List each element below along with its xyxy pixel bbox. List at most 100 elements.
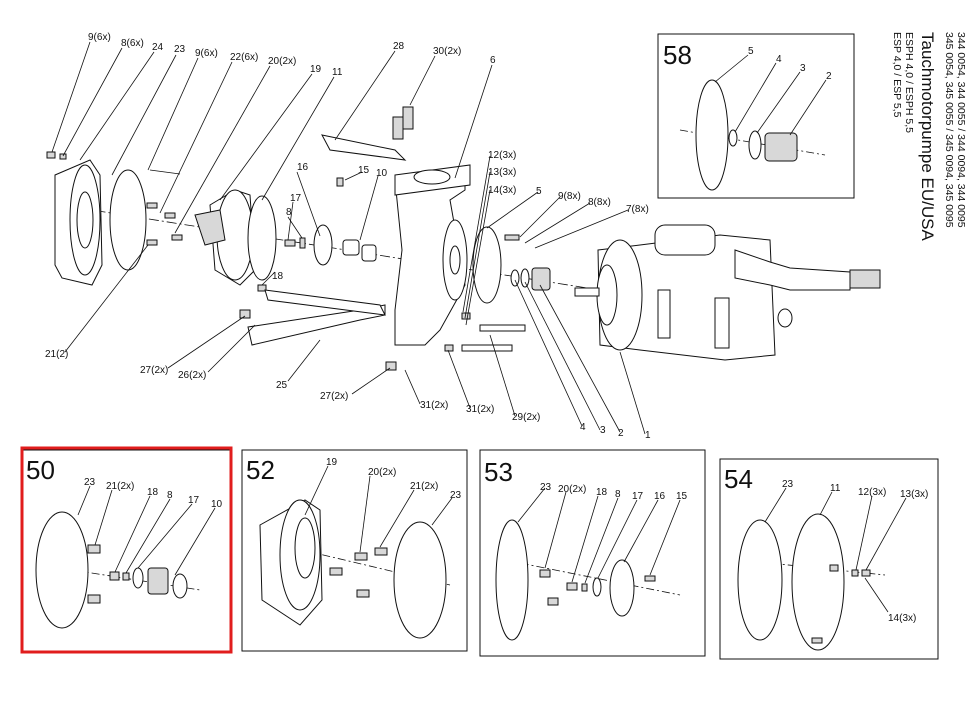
p52-cover-inner	[294, 517, 316, 579]
p53-label-17: 17	[632, 491, 644, 502]
label-13-3x: 13(3x)	[488, 167, 516, 178]
p58-label-3: 3	[800, 63, 806, 74]
panel-54-number: 54	[724, 464, 753, 494]
label-11: 11	[332, 67, 343, 78]
p52-label-20-2x: 20(2x)	[368, 467, 396, 478]
panel-53-number: 53	[484, 457, 513, 487]
bolt-29b	[461, 344, 513, 352]
label-16: 16	[297, 162, 309, 173]
label-15: 15	[358, 165, 370, 176]
wear-plate-11	[247, 195, 277, 281]
panel-52[interactable]: 52 19 20(2x) 21(2x) 23	[241, 449, 468, 652]
p54-nut-12	[829, 564, 839, 572]
leader-lines	[51, 41, 646, 435]
p50-label-10: 10	[211, 499, 223, 510]
key-15	[336, 177, 344, 187]
nut-27b	[385, 361, 397, 371]
label-31-2x: 31(2x)	[420, 400, 448, 411]
label-25: 25	[276, 380, 288, 391]
washer-8	[59, 153, 67, 160]
p52-label-23: 23	[450, 490, 462, 501]
p52-screw-21b	[356, 589, 370, 598]
label-2: 2	[618, 428, 624, 439]
housing-bore-inner	[449, 245, 461, 275]
label-27-2x: 27(2x)	[140, 365, 168, 376]
o-ring-23	[109, 169, 147, 271]
p50-sleeve	[147, 567, 169, 595]
bolt-9-8x	[504, 234, 520, 241]
label-31-2x-b: 31(2x)	[466, 404, 494, 415]
diffuser-vane	[194, 209, 226, 246]
p50-label-23: 23	[84, 477, 96, 488]
cable-outlet	[734, 249, 851, 291]
sleeve-10a	[342, 239, 360, 256]
panel-58[interactable]: 58 5 4 3 2	[657, 33, 855, 199]
p52-screw-21a	[374, 547, 388, 556]
title-line1: 344 0054, 344 0055 / 344 0094, 344 0095	[955, 32, 967, 228]
panel-52-number: 52	[246, 455, 275, 485]
label-21-2: 21(2)	[45, 349, 68, 360]
screw-20a	[164, 212, 176, 219]
title-line3: ESPH 4,0 / ESPH 5,5	[903, 32, 915, 133]
label-6: 6	[490, 55, 496, 66]
main-assembly	[46, 106, 881, 371]
p58-label-2: 2	[826, 71, 832, 82]
panel-50[interactable]: 50 23 21(2x) 18 8 17 10	[20, 446, 233, 654]
p58-seal-2	[764, 132, 798, 162]
panel-53[interactable]: 53 23 20(2x) 18 8 17 16 15	[479, 449, 706, 657]
p58-label-4: 4	[776, 54, 782, 65]
p52-screw-20b	[329, 567, 343, 576]
p54-label-13-3x: 13(3x)	[900, 489, 928, 500]
panel-54[interactable]: 54 23 11 12(3x) 13(3x) 14(3x)	[719, 458, 939, 660]
title-line4: ESP 4,0 / ESP 5,5	[891, 32, 903, 118]
page-title: Tauchmotorpumpe EU/USA	[918, 32, 937, 241]
ring-3	[520, 268, 530, 288]
motor-face	[596, 264, 618, 326]
p52-label-21-2x: 21(2x)	[410, 481, 438, 492]
nut-27a	[239, 309, 251, 319]
p53-screw-20a	[539, 569, 551, 578]
bolt-30b	[392, 116, 404, 140]
p53-label-16: 16	[654, 491, 666, 502]
label-1: 1	[645, 430, 651, 441]
p50-washer-8	[122, 572, 130, 581]
p54-label-23: 23	[782, 479, 794, 490]
p53-washer-8	[581, 583, 588, 592]
mech-seal-2	[531, 267, 551, 291]
p50-nut-18	[109, 571, 120, 581]
p53-nut-18	[566, 582, 578, 591]
bolt-29a	[479, 324, 526, 332]
p50-label-17: 17	[188, 495, 200, 506]
cable-end	[849, 269, 881, 289]
selection-highlight	[20, 446, 233, 654]
label-3: 3	[600, 425, 606, 436]
stud-22	[149, 169, 181, 175]
discharge-opening	[413, 169, 451, 185]
label-24: 24	[152, 42, 164, 53]
p58-o-ring-5	[695, 79, 729, 191]
label-28: 28	[393, 41, 405, 52]
label-17: 17	[290, 193, 302, 204]
label-14-3x: 14(3x)	[488, 185, 516, 196]
motor-plate-b	[714, 297, 730, 349]
p53-label-18: 18	[596, 487, 608, 498]
title-line2: 345 0054, 345 0055 / 345 0094, 345 0095	[943, 32, 955, 228]
screw-20b	[171, 234, 183, 241]
p53-label-15: 15	[676, 491, 688, 502]
bolt-b	[146, 239, 158, 246]
label-29-2x: 29(2x)	[512, 412, 540, 423]
p54-washer-13	[851, 569, 859, 577]
panel-50-number: 50	[26, 455, 55, 485]
lifting-eye	[777, 308, 793, 328]
p54-o-ring-23	[737, 519, 783, 641]
label-20-2x: 20(2x)	[268, 56, 296, 67]
panel-58-number: 58	[663, 40, 692, 70]
impeller-16	[313, 224, 333, 266]
label-10: 10	[376, 168, 388, 179]
p50-screw-21a	[87, 544, 101, 554]
bolt-9	[46, 151, 56, 159]
p58-ring-4	[728, 129, 738, 147]
base-bar-26	[264, 289, 386, 316]
label-18: 18	[272, 271, 284, 282]
